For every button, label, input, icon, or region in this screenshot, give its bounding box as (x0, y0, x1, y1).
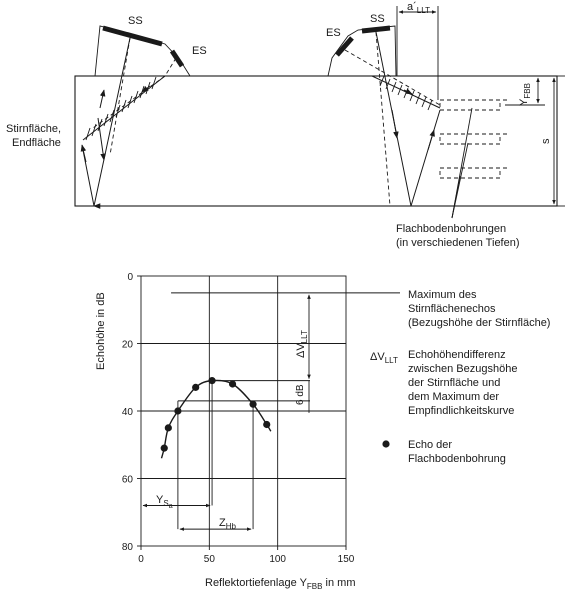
right-probe (327, 25, 441, 207)
legend-dv-4: dem Maximum der (408, 391, 499, 403)
ss-right-label: SS (370, 13, 385, 25)
ys-annotation: YSa (156, 494, 173, 510)
legend: Maximum des Stirnflächenechos (Bezugshöh… (370, 289, 550, 465)
legend-dv-2: zwischen Bezugshöhe (408, 363, 517, 375)
sensitivity-curve (160, 379, 272, 459)
legend-max-3: (Bezugshöhe der Stirnfläche) (408, 317, 550, 329)
echo-point (228, 380, 237, 388)
test-block (74, 75, 558, 207)
yfbb-label: YFBB (518, 83, 532, 106)
legend-dv-symbol: ΔVLLT (370, 351, 398, 365)
flachboden-label-2: (in verschiedenen Tiefen) (396, 237, 520, 249)
ss-left-label: SS (128, 15, 143, 27)
dimensions (396, 6, 565, 207)
stirnflaeche-label-2: Endfläche (12, 137, 61, 149)
x-tick-label: 0 (138, 554, 144, 565)
right-hatch (379, 75, 433, 111)
chart-ticks: 0 50 100 150 0 20 40 60 80 (122, 272, 355, 565)
left-hatch (85, 76, 157, 141)
schematic-labels: SS ES ES SS a´LLT YFBB s Stirnfläche, En… (6, 1, 552, 249)
stirnflaeche-label-1: Stirnfläche, (6, 123, 61, 135)
six-db-annotation: 6 dB (295, 384, 306, 405)
delta-v-annotation: ΔVLLT (295, 330, 309, 358)
flachboden-label-1: Flachbodenbohrungen (396, 223, 506, 235)
legend-dv-1: Echohöhendifferenz (408, 349, 506, 361)
chart-annotations (142, 294, 311, 531)
schematic (74, 6, 565, 219)
x-tick-label: 100 (269, 554, 286, 565)
x-tick-label: 150 (338, 554, 355, 565)
chart-grid (137, 275, 347, 550)
chart: 0 50 100 150 0 20 40 60 80 ΔVLLT 6 dB YSa ZHb Ec… (95, 272, 400, 591)
echo-point (192, 383, 200, 391)
es-right-label: ES (326, 27, 341, 39)
y-tick-label: 20 (122, 340, 134, 351)
echo-point (164, 424, 172, 432)
legend-max-1: Maximum des (408, 289, 477, 301)
legend-dv-3: der Stirnfläche und (408, 377, 500, 389)
left-probe (80, 25, 191, 209)
y-tick-label: 60 (122, 475, 134, 486)
y-tick-label: 80 (122, 542, 134, 553)
s-label: s (540, 138, 552, 144)
flat-bottom-holes (439, 99, 510, 179)
legend-echo-2: Flachbodenbohrung (408, 453, 506, 465)
x-tick-label: 50 (204, 554, 216, 565)
a-llt-label: a´LLT (407, 1, 430, 15)
legend-max-2: Stirnflächenechos (408, 303, 496, 315)
zhb-annotation: ZHb (219, 517, 237, 531)
legend-echo-1: Echo der (408, 439, 452, 451)
echo-points (160, 377, 271, 452)
hole-pointers (451, 107, 473, 219)
es-left-label: ES (192, 45, 207, 57)
x-axis-label: Reflektortiefenlage YFBB in mm (205, 577, 355, 591)
y-tick-label: 40 (122, 407, 134, 418)
legend-dv-5: Empfindlichkeitskurve (408, 405, 514, 417)
y-tick-label: 0 (127, 272, 133, 283)
legend-echo-marker (382, 440, 390, 448)
echo-point (263, 420, 271, 429)
echo-point (160, 444, 168, 452)
y-axis-label: Echohöhe in dB (95, 292, 107, 370)
